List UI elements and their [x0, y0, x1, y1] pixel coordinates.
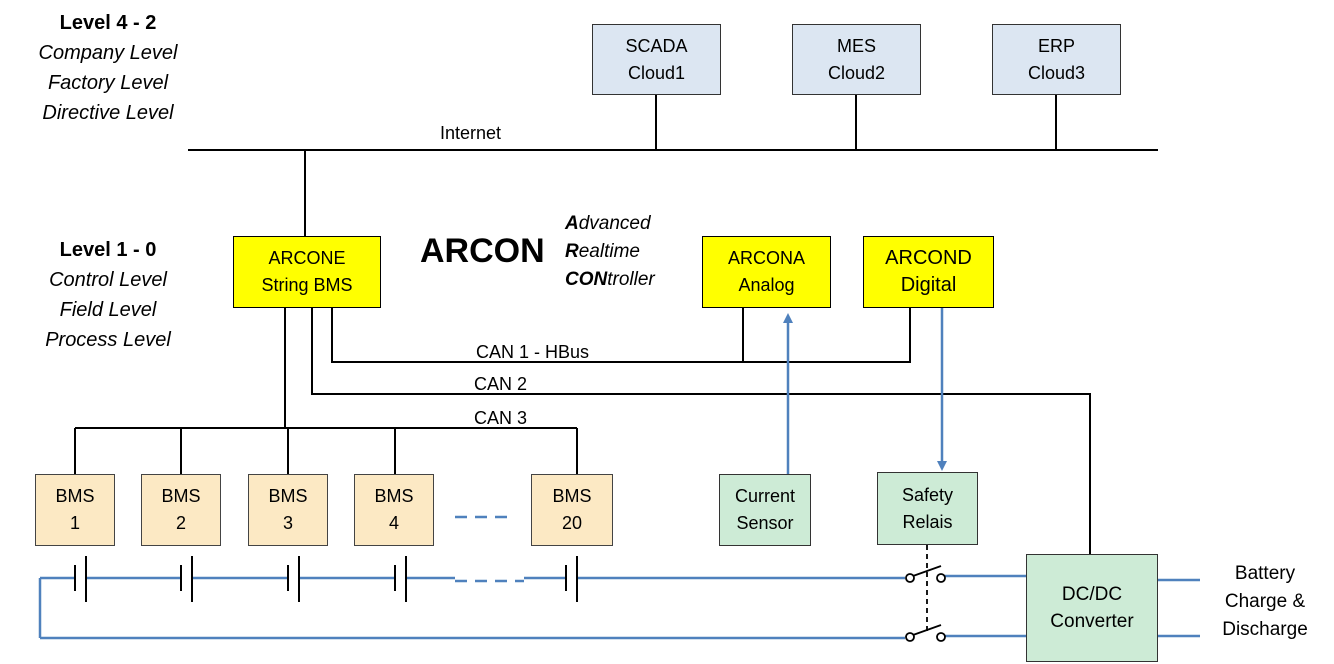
- arcon-subtitle-line1: Advanced: [565, 213, 651, 234]
- can2-label: CAN 2: [474, 374, 528, 394]
- arcond-line1: ARCOND: [885, 247, 972, 269]
- can2-bus: [311, 308, 1091, 554]
- bms-unit-2-number: 2: [175, 513, 186, 533]
- arcona-line1: ARCONA: [727, 248, 805, 268]
- arcon-subtitle-line2: Realtime: [565, 241, 640, 262]
- lower-level-label: Level 1 - 0 Control Level Field Level Pr…: [18, 235, 198, 355]
- bms-unit-20-number: 20: [561, 513, 583, 533]
- current-sensor-line2: Sensor: [736, 513, 794, 533]
- arcona-box[interactable]: ARCONA Analog: [702, 236, 831, 308]
- company-level: Company Level: [38, 42, 178, 64]
- bms-unit-4[interactable]: BMS 4: [354, 474, 434, 546]
- relay-switches: [905, 545, 946, 642]
- battery-label-line3: Discharge: [1222, 619, 1308, 640]
- can3-bus: [74, 308, 578, 474]
- mes-cloud-line1: MES: [836, 35, 876, 56]
- bms-unit-20[interactable]: BMS 20: [531, 474, 613, 546]
- bms-unit-1[interactable]: BMS 1: [35, 474, 115, 546]
- upper-level-heading: Level 4 - 2: [59, 12, 157, 34]
- safety-relais-line1: Safety: [901, 484, 954, 505]
- battery-label-line1: Battery: [1234, 563, 1296, 584]
- directive-level: Directive Level: [42, 102, 174, 124]
- bms-unit-4-label: BMS: [374, 486, 414, 506]
- mes-cloud-line2: Cloud2: [827, 62, 886, 83]
- battery-charge-discharge-label: Battery Charge & Discharge: [1210, 560, 1320, 644]
- internet-bus: [188, 95, 1158, 236]
- field-level: Field Level: [59, 299, 157, 321]
- bms-unit-20-label: BMS: [552, 486, 592, 506]
- dcdc-line2: Converter: [1050, 611, 1134, 632]
- dcdc-converter-box[interactable]: DC/DC Converter: [1026, 554, 1158, 662]
- arcone-box[interactable]: ARCONE String BMS: [233, 236, 381, 308]
- can1-label: CAN 1 - HBus: [476, 342, 590, 362]
- dcdc-line1: DC/DC: [1061, 584, 1123, 605]
- current-sensor-box[interactable]: Current Sensor: [719, 474, 811, 546]
- erp-cloud-line2: Cloud3: [1027, 62, 1086, 83]
- scada-cloud-box[interactable]: SCADA Cloud1: [592, 24, 721, 95]
- mes-cloud-box[interactable]: MES Cloud2: [792, 24, 921, 95]
- bms-unit-3-label: BMS: [268, 486, 308, 506]
- can1-bus: [331, 308, 911, 363]
- upper-level-label: Level 4 - 2 Company Level Factory Level …: [18, 8, 198, 128]
- scada-cloud-line2: Cloud1: [627, 62, 686, 83]
- safety-relais-box[interactable]: Safety Relais: [877, 472, 978, 545]
- bms-unit-2[interactable]: BMS 2: [141, 474, 221, 546]
- bms-unit-2-label: BMS: [161, 486, 201, 506]
- battery-string: [38, 574, 1200, 640]
- arcon-subtitle-line3: CONtroller: [565, 269, 655, 290]
- arcon-subtitle: Advanced Realtime CONtroller: [565, 210, 655, 294]
- bms-unit-3-number: 3: [282, 513, 293, 533]
- arcona-line2: Analog: [738, 275, 795, 295]
- process-level: Process Level: [45, 329, 171, 351]
- bms-unit-1-label: BMS: [55, 486, 95, 506]
- erp-cloud-line1: ERP: [1037, 35, 1075, 56]
- factory-level: Factory Level: [47, 72, 169, 94]
- control-level: Control Level: [49, 269, 167, 291]
- lower-level-heading: Level 1 - 0: [59, 239, 157, 261]
- arcone-line2: String BMS: [261, 275, 353, 295]
- arcon-title: ARCON: [420, 232, 545, 270]
- erp-cloud-box[interactable]: ERP Cloud3: [992, 24, 1121, 95]
- arcond-box[interactable]: ARCOND Digital: [863, 236, 994, 308]
- battery-label-line2: Charge &: [1224, 591, 1306, 612]
- internet-label: Internet: [440, 123, 502, 143]
- can3-label: CAN 3: [474, 408, 528, 428]
- bms-unit-4-number: 4: [388, 513, 399, 533]
- current-sensor-line1: Current: [734, 486, 796, 506]
- safety-relais-line2: Relais: [902, 511, 953, 532]
- arcone-line1: ARCONE: [268, 248, 346, 268]
- battery-cells: [74, 556, 578, 602]
- arcond-line2: Digital: [900, 274, 957, 296]
- bms-unit-1-number: 1: [69, 513, 80, 533]
- bms-unit-3[interactable]: BMS 3: [248, 474, 328, 546]
- scada-cloud-line1: SCADA: [625, 35, 688, 56]
